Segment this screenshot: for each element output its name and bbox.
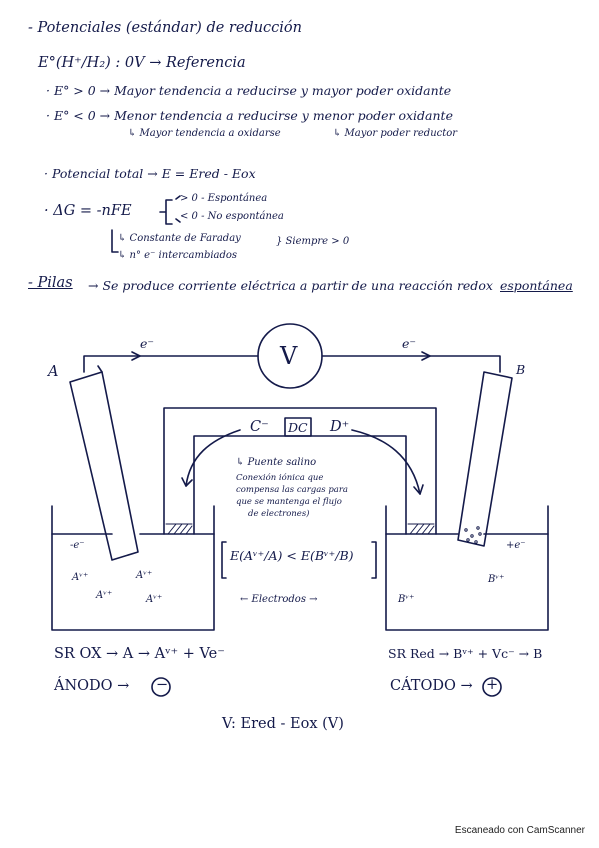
wire-right <box>321 355 501 373</box>
heading: - Potenciales (estándar) de reducción <box>28 20 302 36</box>
salt-bridge-desc-1: Conexión iónica que <box>236 473 324 483</box>
total-potential-line: · Potencial total → E = Ered - Eox <box>44 166 256 181</box>
ion-b-1: Bᵛ⁺ <box>488 574 505 585</box>
ion-a-3: Aᵛ⁺ <box>96 590 113 601</box>
positive-potential-line: · E° > 0 → Mayor tendencia a reducirse y… <box>46 83 452 98</box>
oxidize-tendency-note: ↳ Mayor tendencia a oxidarse <box>128 128 281 139</box>
wire-left <box>83 355 259 373</box>
pilas-label: - Pilas <box>28 275 73 291</box>
deposit-b <box>464 526 482 544</box>
anode-sign: − <box>156 677 169 693</box>
anion-arrow <box>185 429 241 487</box>
reference-line: E°(H⁺/H₂) : 0V → Referencia <box>38 55 246 71</box>
electron-flow-left: e⁻ <box>140 336 154 351</box>
reducing-power-note: ↳ Mayor poder reductor <box>333 128 458 139</box>
always-positive-note: } Siempre > 0 <box>276 236 350 247</box>
voltmeter-circle <box>257 323 323 389</box>
beaker-right <box>385 505 549 631</box>
anode-label: ÁNODO → <box>54 678 130 694</box>
anode-reaction: SR OX → A → Aᵛ⁺ + Ve⁻ <box>54 646 225 662</box>
bridge-plug-left <box>165 523 193 535</box>
cathode-reaction: SR Red → Bᵛ⁺ + Vc⁻ → B <box>388 646 543 661</box>
ion-a-2: Aᵛ⁺ <box>136 570 153 581</box>
voltage-formula: V: Ered - Eox (V) <box>222 716 344 732</box>
ion-b-2: Bᵛ⁺ <box>398 594 415 605</box>
scanner-footer: Escaneado con CamScanner <box>454 825 585 836</box>
gibbs-positive-note: > 0 - Espontánea <box>180 193 268 204</box>
anode-sign-circle <box>151 677 171 697</box>
gibbs-line: · ΔG = -nFE <box>44 203 132 219</box>
cathode-sign-circle <box>482 677 502 697</box>
beaker-left <box>51 505 215 631</box>
ion-a-1: Aᵛ⁺ <box>72 572 89 583</box>
electrode-a <box>69 365 139 561</box>
salt-label-box <box>284 417 312 437</box>
cation-arrow <box>351 429 421 495</box>
cathode-sign: + <box>486 677 499 693</box>
electrons-exchanged-note: ↳ n° e⁻ intercambiados <box>118 250 238 261</box>
salt-bridge-desc-3: que se mantenga el flujo <box>236 497 342 507</box>
electrodes-label: ← Electrodos → <box>240 594 318 605</box>
ion-a-4: Aᵛ⁺ <box>146 594 163 605</box>
pilas-emphasis: espontánea <box>500 278 573 293</box>
electrode-a-label: A <box>48 364 59 380</box>
cathode-label: CÁTODO → <box>390 678 473 694</box>
salt-bridge-desc-2: compensa las cargas para <box>236 485 348 495</box>
bridge-salt: DC <box>288 420 308 435</box>
salt-bridge-desc-4: de electrones) <box>248 509 310 519</box>
electron-flow-right: e⁻ <box>402 336 416 351</box>
potential-condition: E(Aᵛ⁺/A) < E(Bᵛ⁺/B) <box>230 548 354 563</box>
bridge-plug-right <box>407 523 435 535</box>
negative-potential-line: · E° < 0 → Menor tendencia a reducirse y… <box>46 108 453 123</box>
pilas-definition: → Se produce corriente eléctrica a parti… <box>88 278 493 293</box>
anode-electron-loss: -e⁻ <box>70 540 85 551</box>
electrode-b-label: B <box>516 362 526 377</box>
bridge-cation: D⁺ <box>330 419 350 435</box>
gibbs-negative-note: < 0 - No espontánea <box>180 211 284 222</box>
gibbs-brace <box>159 199 173 225</box>
cathode-electron-gain: +e⁻ <box>506 540 526 551</box>
salt-bridge-title: ↳ Puente salino <box>236 457 317 468</box>
electrode-b <box>457 371 513 547</box>
faraday-note: ↳ Constante de Faraday <box>118 233 241 244</box>
voltmeter-label: V <box>280 342 298 370</box>
bridge-anion: C⁻ <box>250 419 269 435</box>
